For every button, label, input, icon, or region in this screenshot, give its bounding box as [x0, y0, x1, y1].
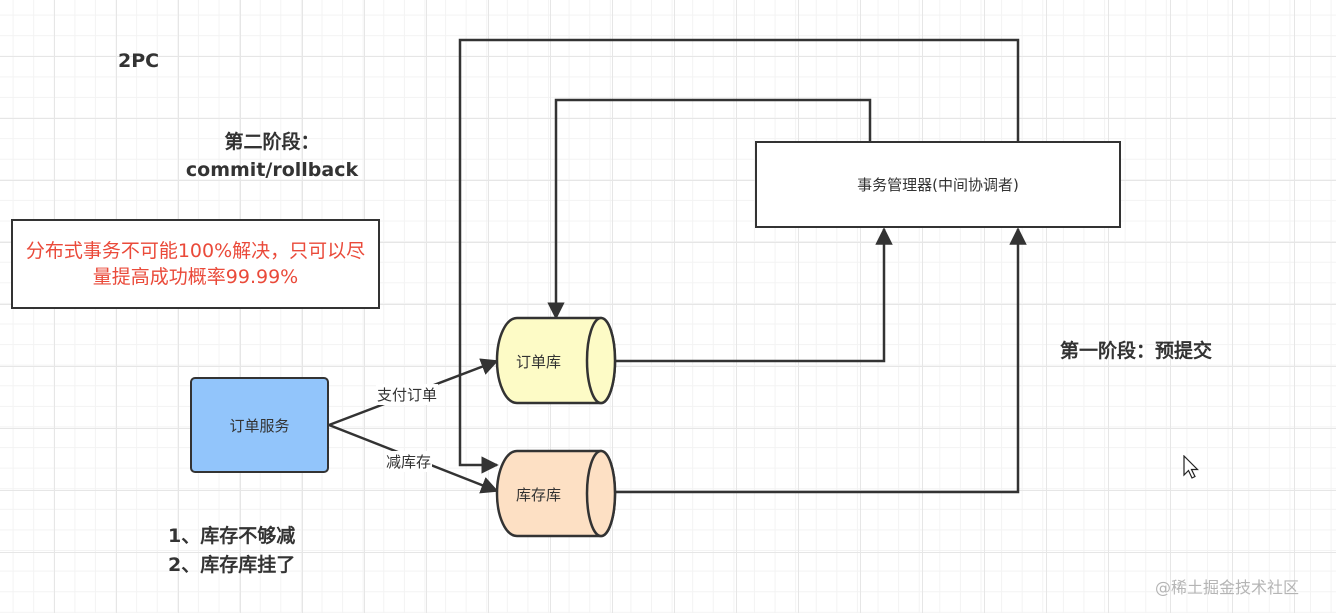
phase1-label: 第一阶段：预提交 [1060, 340, 1213, 362]
transaction-manager-label: 事务管理器(中间协调者) [857, 176, 1019, 194]
phase2-label-line2: commit/rollback [185, 159, 359, 181]
transaction-manager-node[interactable]: 事务管理器(中间协调者) [755, 141, 1121, 228]
order-db-label: 订单库 [516, 353, 562, 371]
commit-line-to-order-db [547, 98, 872, 320]
failure-note-item: 2、库存库挂了 [168, 554, 296, 576]
order-service-node[interactable]: 订单服务 [190, 377, 329, 473]
failure-notes: 1、库存不够减 2、库存库挂了 [168, 522, 295, 580]
watermark: @稀土掘金技术社区 [1155, 578, 1300, 597]
note-box[interactable]: 分布式事务不可能100%解决，只可以尽量提高成功概率99.99% [11, 219, 380, 309]
edge-label-pay-order: 支付订单 [376, 384, 439, 405]
order-service-label: 订单服务 [229, 416, 290, 435]
diagram-title: 2PC [118, 50, 160, 72]
order-db-cylinder[interactable] [495, 316, 617, 405]
phase2-label-line1: 第二阶段： [224, 131, 320, 153]
edge-label-reduce-stock: 减库存 [385, 451, 433, 472]
mouse-cursor-icon [1183, 455, 1199, 479]
commit-line-to-stock-db [458, 38, 1020, 474]
prepare-line-from-order-db [615, 227, 893, 363]
prepare-line-from-stock-db [615, 227, 1027, 494]
phase2-label: 第二阶段： commit/rollback [180, 128, 364, 184]
stock-db-cylinder[interactable] [495, 449, 617, 538]
stock-db-label: 库存库 [516, 486, 562, 504]
note-box-text: 分布式事务不可能100%解决，只可以尽量提高成功概率99.99% [25, 240, 366, 288]
failure-note-item: 1、库存不够减 [168, 525, 296, 547]
